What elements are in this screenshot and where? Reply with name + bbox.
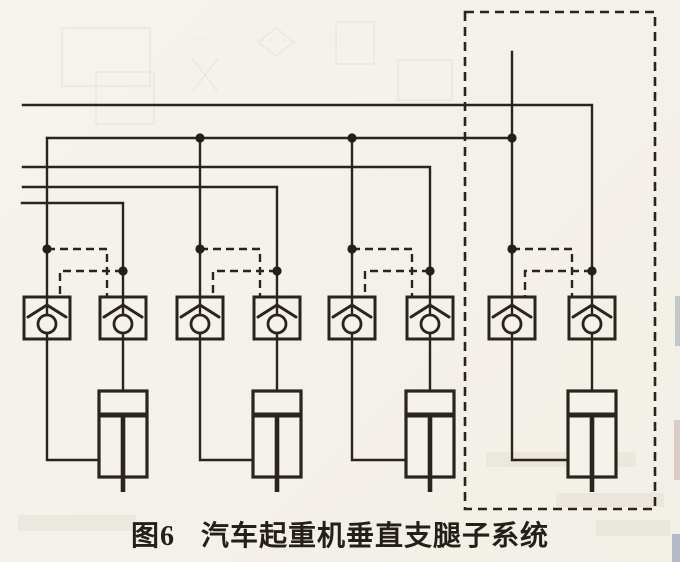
outrigger-group-3: [327, 295, 454, 492]
pilot-junction-dot: [507, 244, 517, 254]
cylinder-icon: [568, 391, 616, 492]
outrigger-group-2: [175, 295, 301, 492]
figure-title: 汽车起重机垂直支腿子系统: [201, 521, 550, 552]
pilot-junction-dot: [425, 266, 435, 276]
junction-dot: [507, 133, 517, 143]
scan-edge-artifacts: [672, 296, 680, 562]
group2-pilot-line-a: [200, 247, 262, 296]
group4-left-line: [510, 50, 570, 462]
pilot-junction-dot: [195, 244, 205, 254]
pilot-junction-dot: [587, 266, 597, 276]
group3-pilot-line-b: [363, 269, 430, 296]
group4-pilot-line-a: [512, 247, 574, 296]
junction-dot: [347, 133, 357, 143]
pilot-junction-dot: [42, 244, 52, 254]
junction-dot: [195, 133, 205, 143]
pilot-junction-dot: [272, 266, 282, 276]
figure-caption: 图6 汽车起重机垂直支腿子系统: [0, 514, 680, 554]
pilot-junction-dot: [118, 266, 128, 276]
group3-left-line: [350, 136, 408, 462]
supply-line-group3-right: [21, 165, 432, 393]
pilot-junction-dot: [347, 244, 357, 254]
cylinder-icon: [99, 391, 147, 492]
group1-pilot-line-b: [58, 269, 123, 296]
cylinder-icon: [253, 391, 301, 492]
supply-line-group4-right: [21, 103, 594, 393]
group4-pilot-line-b: [523, 269, 592, 296]
figure-number: 图6: [130, 521, 175, 552]
group2-pilot-line-b: [211, 269, 277, 296]
group1-pilot-line-a: [47, 247, 109, 296]
outrigger-group-1: [22, 295, 147, 492]
cylinder-icon: [406, 391, 454, 492]
group3-pilot-line-a: [352, 247, 414, 296]
dashed-enclosure: [463, 10, 657, 511]
